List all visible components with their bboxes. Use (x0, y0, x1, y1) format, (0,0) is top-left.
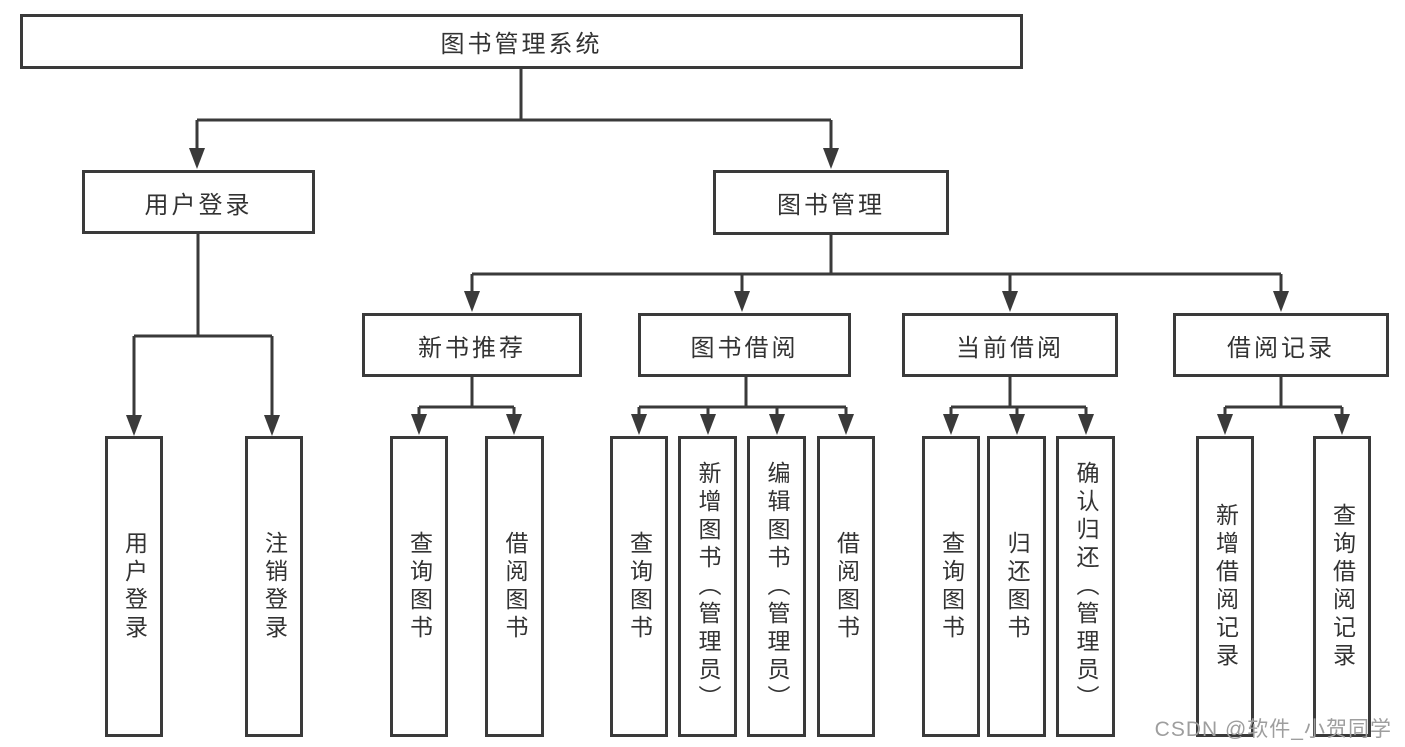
connector-user-login (132, 233, 274, 417)
node-current-borrowing: 当前借阅 (902, 313, 1118, 377)
leaf-query-books-borrowing: 查询图书 (610, 436, 668, 737)
node-system-root: 图书管理系统 (20, 14, 1023, 69)
leaf-edit-books-admin: 编辑图书（管理员） (747, 436, 806, 737)
leaf-user-login: 用户登录 (105, 436, 163, 737)
connector-new-book (417, 377, 516, 416)
node-user-login: 用户登录 (82, 170, 315, 234)
leaf-add-books-admin: 新增图书（管理员） (678, 436, 737, 737)
leaf-borrow-books: 借阅图书 (817, 436, 875, 737)
leaf-query-books-recommend: 查询图书 (390, 436, 448, 737)
node-book-management: 图书管理 (713, 170, 949, 235)
leaf-borrow-books-recommend: 借阅图书 (485, 436, 544, 737)
node-borrow-records: 借阅记录 (1173, 313, 1389, 377)
csdn-watermark: CSDN @软件_小贺同学 (1154, 718, 1392, 741)
connector-book-borrow (637, 377, 848, 416)
leaf-add-borrow-record: 新增借阅记录 (1196, 436, 1254, 737)
arrowheads (126, 148, 1350, 436)
leaf-confirm-return-admin: 确认归还（管理员） (1056, 436, 1115, 737)
node-book-borrowing: 图书借阅 (638, 313, 851, 377)
connector-root (195, 69, 833, 150)
leaf-query-books-current: 查询图书 (922, 436, 980, 737)
leaf-logout: 注销登录 (245, 436, 303, 737)
connector-borrow-records (1223, 377, 1344, 416)
connector-current-borrow (949, 377, 1088, 416)
leaf-query-borrow-record: 查询借阅记录 (1313, 436, 1371, 737)
node-new-book-recommend: 新书推荐 (362, 313, 582, 377)
leaf-return-books: 归还图书 (987, 436, 1046, 737)
connector-book-management (470, 235, 1283, 293)
